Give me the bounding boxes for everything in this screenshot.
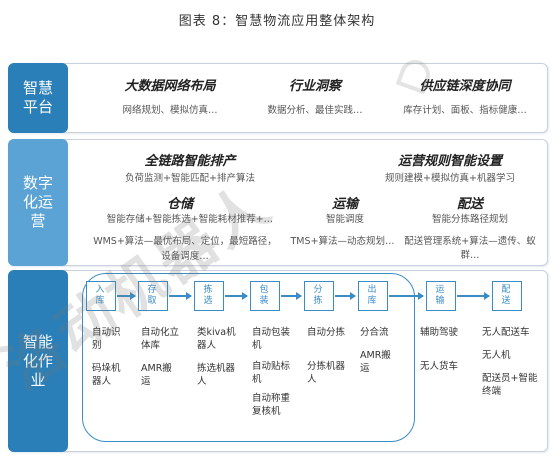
step-box: 拣选	[194, 281, 224, 311]
capability-item: 自动包装机	[252, 327, 291, 351]
ops-detail: 配送管理系统+算法—遗传、蚁群…	[404, 236, 536, 261]
capability-item: AMR搬运	[360, 350, 391, 374]
capability-item: 自动分拣	[307, 327, 346, 338]
capability-item: 辅助驾驶	[420, 327, 459, 338]
capability-item: 自动化立体库	[141, 327, 180, 351]
ops-heading: 配送	[456, 197, 483, 212]
ops-detail: WMS+算法—最优布局、定位，最短路径，	[93, 236, 277, 247]
ops-detail: 规则建模+模拟仿真+机器学习	[385, 173, 515, 184]
capability-item: 无人机	[482, 350, 511, 361]
platform-column-heading: 供应链深度协同	[419, 79, 511, 94]
platform-column-heading: 行业洞察	[288, 79, 341, 94]
ops-detail: TMS+算法—动态规划…	[290, 236, 395, 247]
platform-column-detail: 网络规划、模拟仿真…	[122, 105, 218, 116]
digital-ops-label: 数字化运营	[8, 139, 68, 266]
platform-column: 供应链深度协同 库存计划、面板、指标健康…	[385, 75, 545, 116]
step-box: 入库	[86, 281, 116, 311]
platform-column: 行业洞察 数据分析、最佳实践…	[245, 75, 385, 116]
flow-arrow	[169, 292, 192, 299]
capability-item: 自动贴标机	[252, 361, 291, 385]
platform-label: 智慧平台	[8, 63, 68, 133]
ops-detail: 智能分拣路径规划	[431, 214, 508, 225]
platform-column-heading: 大数据网络布局	[124, 79, 216, 94]
ops-detail: 负荷监测+智能匹配+排产算法	[125, 173, 255, 184]
ops-heading: 运营规则智能设置	[397, 154, 502, 169]
step-box: 出库	[358, 281, 388, 311]
ops-detail: 智能调度	[325, 214, 364, 225]
flow-arrow	[335, 292, 356, 299]
digital-ops-panel	[8, 139, 548, 266]
ops-detail: 设备调度…	[161, 251, 209, 262]
ops-heading: 全链路智能排产	[144, 154, 236, 169]
step-box: 包装	[250, 281, 280, 311]
capability-item: AMR搬运	[141, 363, 172, 387]
step-box: 运输	[426, 281, 456, 311]
capability-item: 分拣机器人	[307, 361, 346, 385]
capability-item: 无人货车	[420, 361, 459, 372]
step-box: 分拣	[304, 281, 334, 311]
flow-arrow	[281, 292, 302, 299]
ops-heading: 运输	[331, 197, 358, 212]
platform-panel	[8, 63, 548, 133]
capability-item: 类kiva机器人	[197, 327, 236, 351]
capability-item: 自动称重复核机	[252, 393, 291, 417]
capability-item: 分合流	[360, 327, 389, 338]
flow-arrow	[225, 292, 248, 299]
step-box: 存取	[138, 281, 168, 311]
capability-item: 拣选机器人	[197, 363, 236, 387]
capability-item: 自动识别	[92, 327, 121, 351]
ops-detail: 智能存储+智能拣选+智能耗材推荐+…	[106, 214, 274, 225]
page-title: 图表 8：智慧物流应用整体架构	[178, 14, 376, 29]
flow-arrow	[457, 292, 490, 299]
platform-column-detail: 库存计划、面板、指标健康…	[403, 105, 527, 116]
smart-ops-label: 智能化作业	[8, 270, 68, 452]
capability-item: 配送员+智能终端	[482, 373, 538, 397]
capability-item: 无人配送车	[482, 327, 530, 338]
step-box: 配送	[492, 281, 522, 311]
flow-arrow	[389, 292, 424, 299]
platform-column-detail: 数据分析、最佳实践…	[267, 105, 363, 116]
capability-item: 码垛机器人	[92, 363, 121, 387]
warehouse-flow-frame	[82, 273, 415, 442]
platform-column: 大数据网络布局 网络规划、模拟仿真…	[95, 75, 245, 116]
flow-arrow	[117, 292, 136, 299]
ops-heading: 仓储	[166, 197, 193, 212]
